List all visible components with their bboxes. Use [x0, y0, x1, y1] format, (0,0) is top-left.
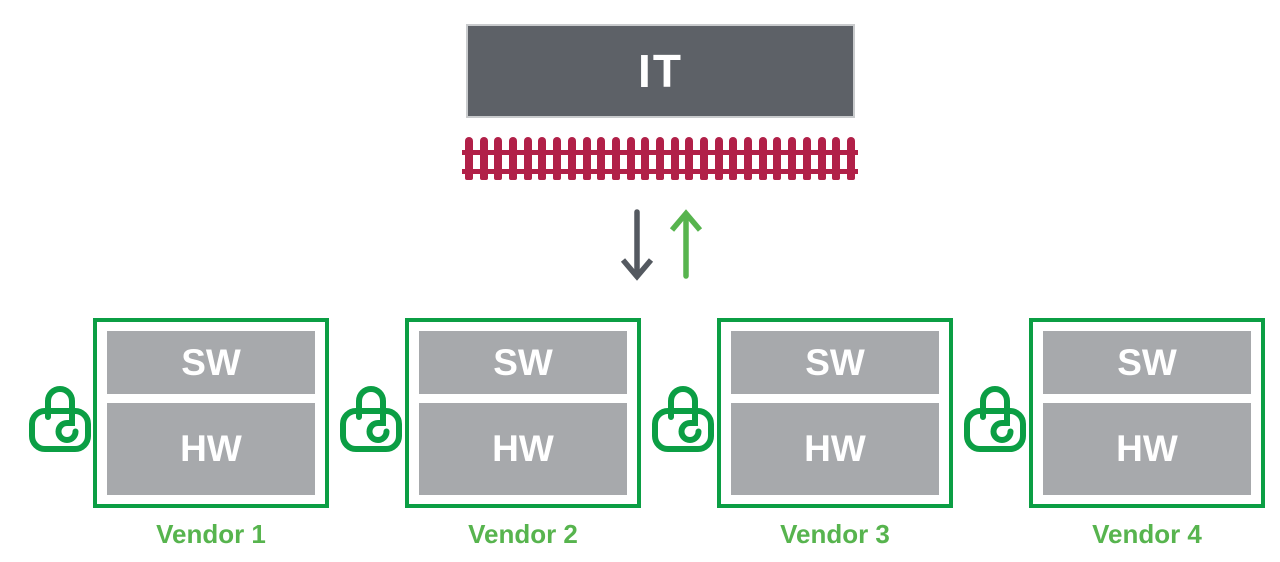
exchange-arrows: [608, 203, 708, 285]
fence-picket: [773, 137, 782, 180]
up-arrow-icon: [669, 209, 703, 279]
vendor-label-2: Vendor 2: [468, 519, 578, 549]
fence-picket: [567, 137, 576, 180]
vendor-label-1: Vendor 1: [156, 519, 266, 549]
fence-picket: [582, 137, 591, 180]
fence-rail-bottom: [462, 169, 858, 174]
fence-picket: [832, 137, 841, 180]
vendor-box-4: SW HW: [1029, 318, 1265, 508]
hardware-section: HW: [419, 403, 627, 495]
padlock-icon-1: [28, 379, 92, 453]
fence-picket: [553, 137, 562, 180]
fence-barrier-icon: [462, 137, 858, 180]
hardware-section: HW: [1043, 403, 1251, 495]
hardware-section: HW: [107, 403, 315, 495]
vendor-label-3: Vendor 3: [780, 519, 890, 549]
it-box-label: IT: [638, 45, 683, 97]
arrows-svg: [620, 209, 703, 281]
fence-pickets: [465, 137, 855, 180]
padlock-icon-2: [339, 379, 403, 453]
it-box: IT: [466, 24, 855, 118]
fence-picket: [538, 137, 547, 180]
software-section: SW: [107, 331, 315, 394]
fence-picket: [494, 137, 503, 180]
fence-picket: [802, 137, 811, 180]
fence-picket: [700, 137, 708, 180]
fence-picket: [817, 137, 826, 180]
vendor-box-3: SW HW: [717, 318, 953, 508]
fence-rail-top: [462, 150, 858, 155]
software-section: SW: [731, 331, 939, 394]
vendor-box-1: SW HW: [93, 318, 329, 508]
fence-picket: [846, 137, 855, 180]
fence-picket: [758, 137, 767, 180]
fence-picket: [523, 137, 532, 180]
software-section: SW: [419, 331, 627, 394]
software-section: SW: [1043, 331, 1251, 394]
vendor-label-4: Vendor 4: [1092, 519, 1202, 549]
fence-picket: [744, 137, 753, 180]
fence-picket: [597, 137, 606, 180]
fence-picket: [479, 137, 488, 180]
fence-picket: [641, 137, 650, 180]
fence-picket: [626, 137, 635, 180]
fence-picket: [685, 137, 694, 180]
hardware-section: HW: [731, 403, 939, 495]
fence-picket: [465, 137, 473, 180]
vendor-box-2: SW HW: [405, 318, 641, 508]
down-arrow-icon: [620, 209, 654, 281]
fence-picket: [788, 137, 797, 180]
fence-picket: [509, 137, 518, 180]
fence-picket: [655, 137, 664, 180]
fence-picket: [670, 137, 679, 180]
fence-picket: [729, 137, 738, 180]
padlock-icon-3: [651, 379, 715, 453]
padlock-icon-4: [963, 379, 1027, 453]
fence-picket: [611, 137, 620, 180]
fence-picket: [714, 137, 723, 180]
